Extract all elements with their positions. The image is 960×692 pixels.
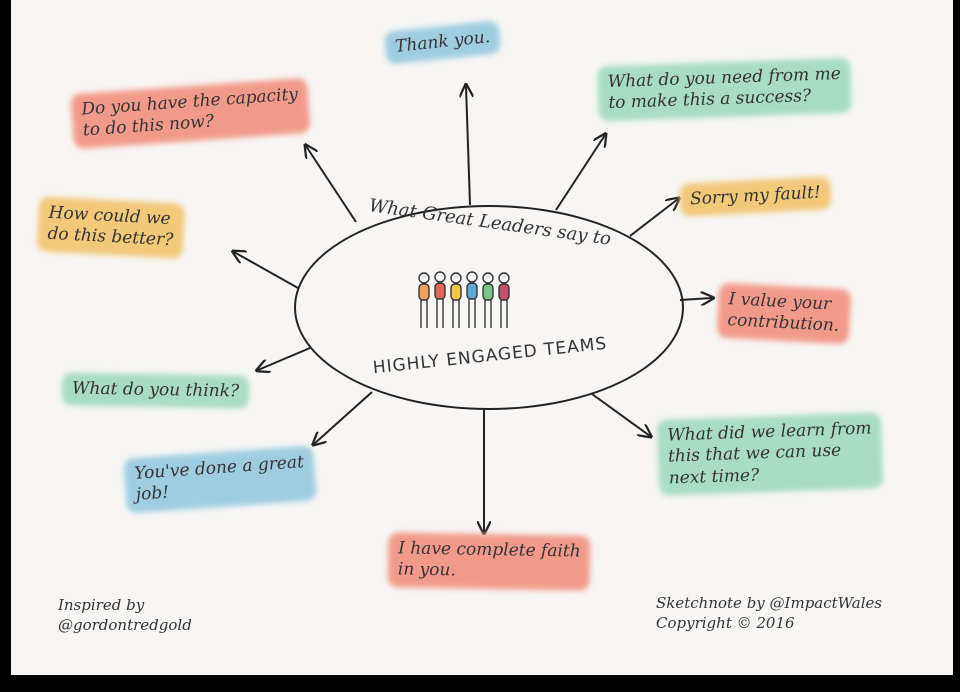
arrow-thank-you [466,86,470,206]
arrow-what-do-you-think [258,347,311,370]
note-text: I value your contribution. [727,289,840,337]
arrow-how-could-we [234,252,299,289]
note-text: What do you think? [71,378,240,402]
arrow-what-do-you-need [555,135,605,211]
note-what-do-you-think: What do you think? [61,372,250,409]
note-how-could-we: How could we do this better? [36,196,186,259]
note-text: How could we do this better? [47,202,174,251]
note-what-do-you-need: What do you need from me to make this a … [597,57,853,121]
note-i-have-complete-faith: I have complete faith in you. [387,532,591,591]
note-thank-you: Thank you. [383,20,502,66]
note-sorry-my-fault: Sorry my fault! [679,176,832,218]
arrow-what-did-we-learn [591,393,650,436]
note-what-did-we-learn: What did we learn from this that we can … [656,412,884,496]
note-text: I have complete faith in you. [397,538,581,581]
central-ellipse [294,205,684,410]
arrow-sorry-my-fault [629,199,678,237]
note-do-you-have-capacity: Do you have the capacity to do this now? [70,77,311,149]
credit-sketchnote: Sketchnote by @ImpactWales Copyright © 2… [656,594,883,632]
note-youve-done-a-great-job: You've done a great job! [123,445,317,514]
note-text: What did we learn from this that we can … [666,418,872,489]
arrow-capacity [306,146,357,223]
credit-inspired-by: Inspired by @gordontredgold [58,596,192,634]
arrow-i-value [679,298,712,300]
note-text: What do you need from me to make this a … [607,63,842,114]
note-i-value-your-contribution: I value your contribution. [716,282,852,344]
arrow-great-job [314,391,373,444]
